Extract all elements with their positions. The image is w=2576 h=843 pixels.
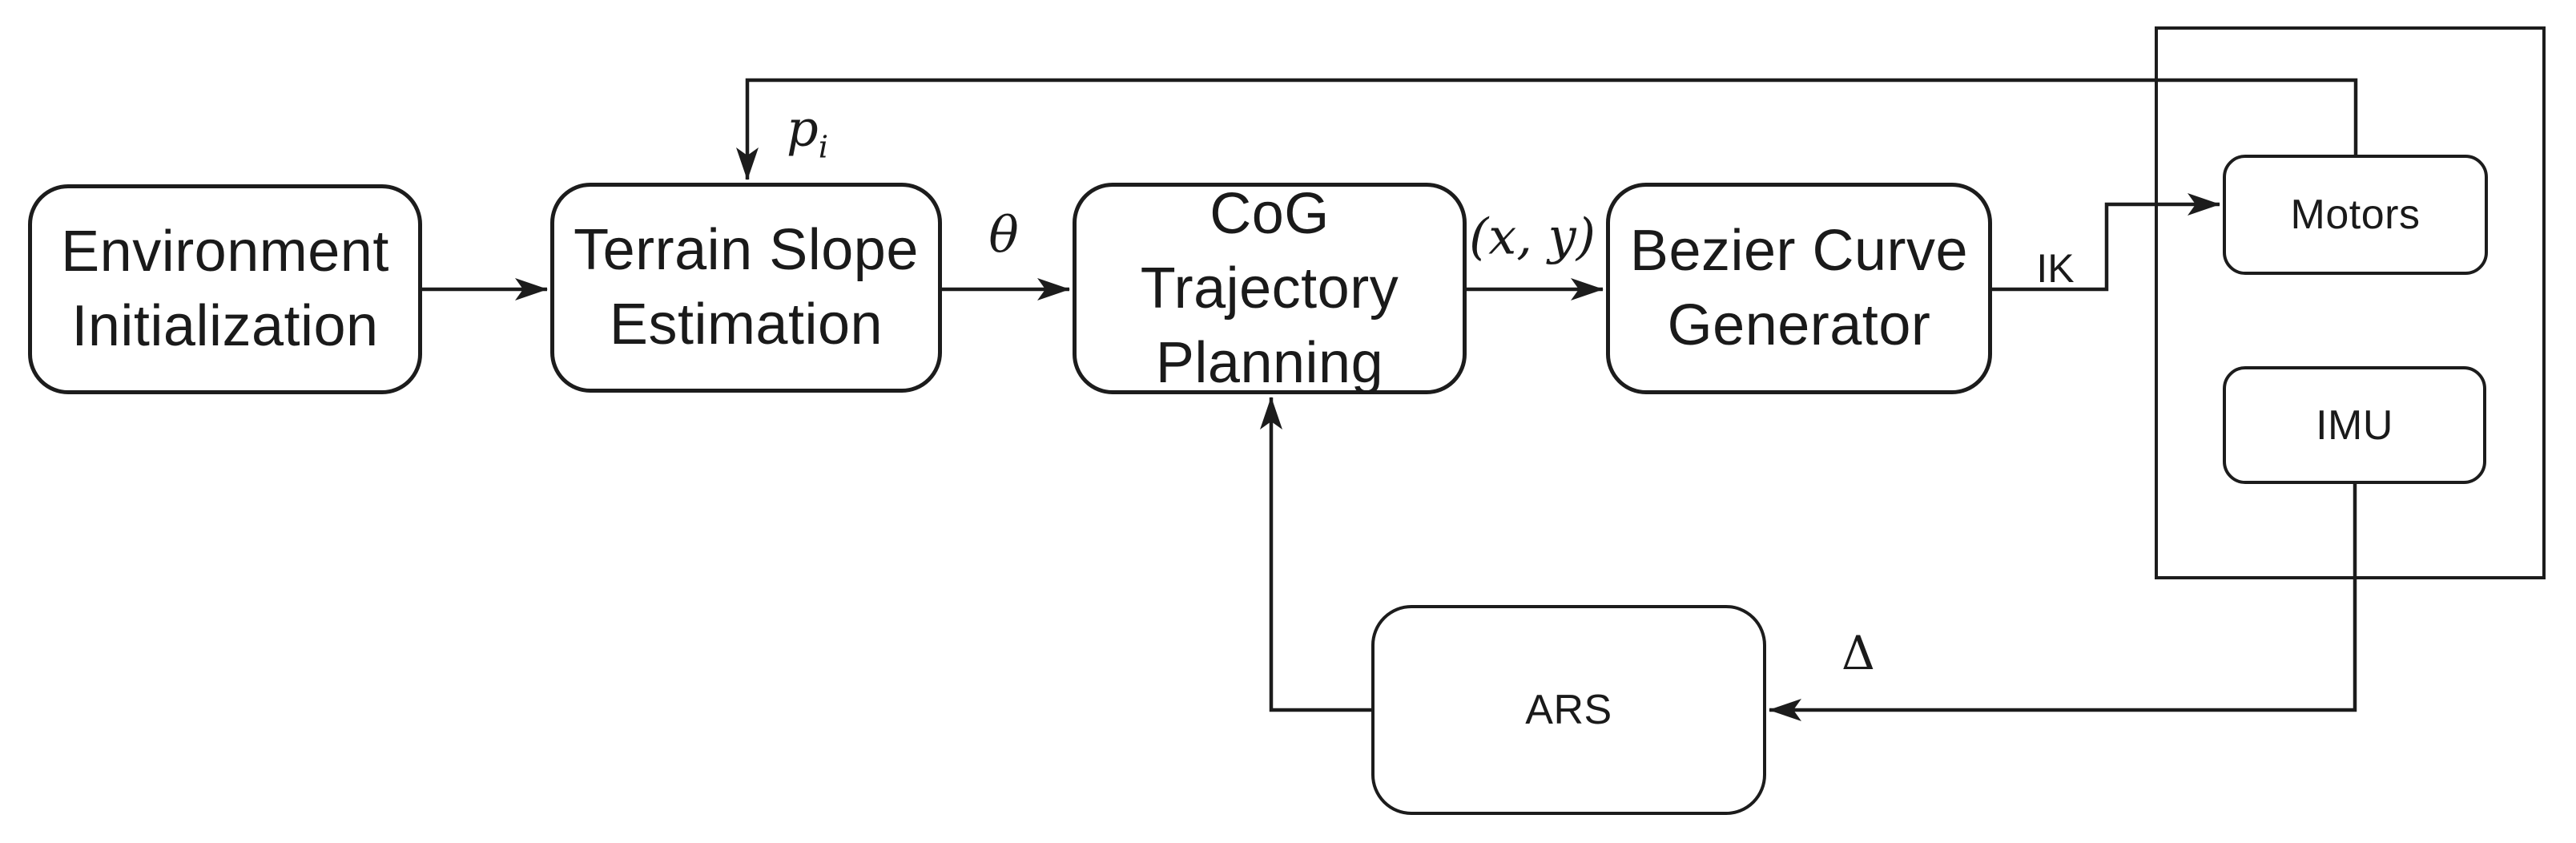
label-pi-base: p (787, 99, 819, 158)
node-motors: Motors (2223, 155, 2488, 275)
robot-boundary-box (2155, 26, 2546, 579)
label-ik: IK (2036, 246, 2075, 291)
edge-imu-to-ars-delta (1769, 484, 2357, 721)
node-terrain-slope-estimation: Terrain Slope Estimation (550, 183, 942, 393)
label-pi-subscript: i (818, 129, 828, 166)
label-xy: (x, y) (1469, 207, 1596, 266)
node-imu: IMU (2223, 366, 2486, 484)
edge-ars-to-cog (1260, 397, 1371, 712)
node-bezier-curve-generator: Bezier Curve Generator (1606, 183, 1992, 394)
node-cog-trajectory-planning: CoG Trajectory Planning (1073, 182, 1467, 395)
edge-motors-feedback-to-terrain-pi (736, 78, 2358, 180)
label-delta: Δ (1841, 626, 1875, 680)
node-ars: ARS (1371, 605, 1766, 815)
edge-bezier-to-motors-ik (1992, 193, 2220, 292)
node-environment-initialization: Environment Initialization (28, 184, 422, 394)
label-pi: pi (787, 99, 828, 166)
label-theta: θ (988, 205, 1019, 264)
